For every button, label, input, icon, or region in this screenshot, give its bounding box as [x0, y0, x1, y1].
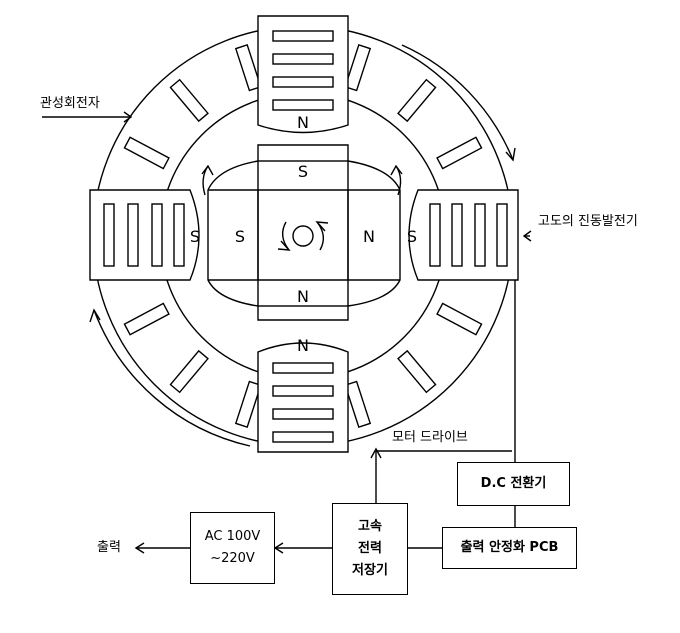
power-storage-line1: 고속	[358, 518, 382, 534]
magnet-slot	[397, 78, 437, 123]
dc-converter-box: D.C 전환기	[457, 462, 570, 506]
output-label: 출력	[97, 540, 121, 555]
magnet-slot	[123, 302, 170, 336]
power-storage-box: 고속 전력 저장기	[332, 503, 408, 595]
magnet-slot	[234, 380, 262, 428]
pole-letter-center-right-n: N	[363, 227, 375, 246]
magnet-slot	[123, 136, 170, 170]
motor-drive-label: 모터 드라이브	[392, 430, 468, 445]
pole-letter-left-s: S	[190, 227, 200, 246]
central-stator	[207, 144, 401, 321]
ac-output-line2: ~220V	[210, 551, 255, 566]
pole-letter-center-s: S	[298, 162, 308, 181]
magnet-slot	[436, 136, 483, 170]
pole-letter-bottom-n: N	[297, 336, 309, 355]
ac-output-box: AC 100V ~220V	[190, 512, 275, 584]
stator-pole-right	[408, 189, 519, 281]
wiring	[134, 280, 516, 554]
vibration-generator-label: 고도의 진동발전기	[538, 214, 638, 229]
power-storage-line2: 전력	[358, 540, 382, 556]
magnet-slot	[169, 78, 209, 123]
magnet-slot	[344, 44, 372, 92]
dc-converter-label: D.C 전환기	[480, 475, 547, 491]
inertial-rotor-label: 관성회전자	[40, 96, 100, 111]
rotation-arrows	[89, 44, 516, 447]
center-hub	[277, 221, 329, 251]
pole-letter-center-left-s: S	[235, 227, 245, 246]
stator-pole-top	[257, 15, 349, 134]
output-stabilizer-pcb-box: 출력 안정화 PCB	[442, 527, 577, 569]
pole-letter-right-s: S	[407, 227, 417, 246]
rotor-magnet-slots	[123, 44, 483, 428]
ac-output-line1: AC 100V	[204, 528, 261, 544]
pole-letters: N S N N S S N S	[190, 113, 417, 355]
magnet-slot	[436, 302, 483, 336]
output-stabilizer-pcb-label: 출력 안정화 PCB	[460, 539, 559, 555]
stator-pole-left	[89, 189, 200, 281]
power-storage-line3: 저장기	[352, 563, 388, 579]
pole-letter-top-n: N	[297, 113, 309, 132]
magnet-slot	[234, 44, 262, 92]
magnet-slot	[169, 349, 209, 394]
magnet-slot	[344, 380, 372, 428]
pole-letter-center-n: N	[297, 287, 309, 306]
magnet-slot	[397, 349, 437, 394]
stator-pole-bottom	[257, 342, 349, 453]
label-leaders	[42, 111, 532, 242]
